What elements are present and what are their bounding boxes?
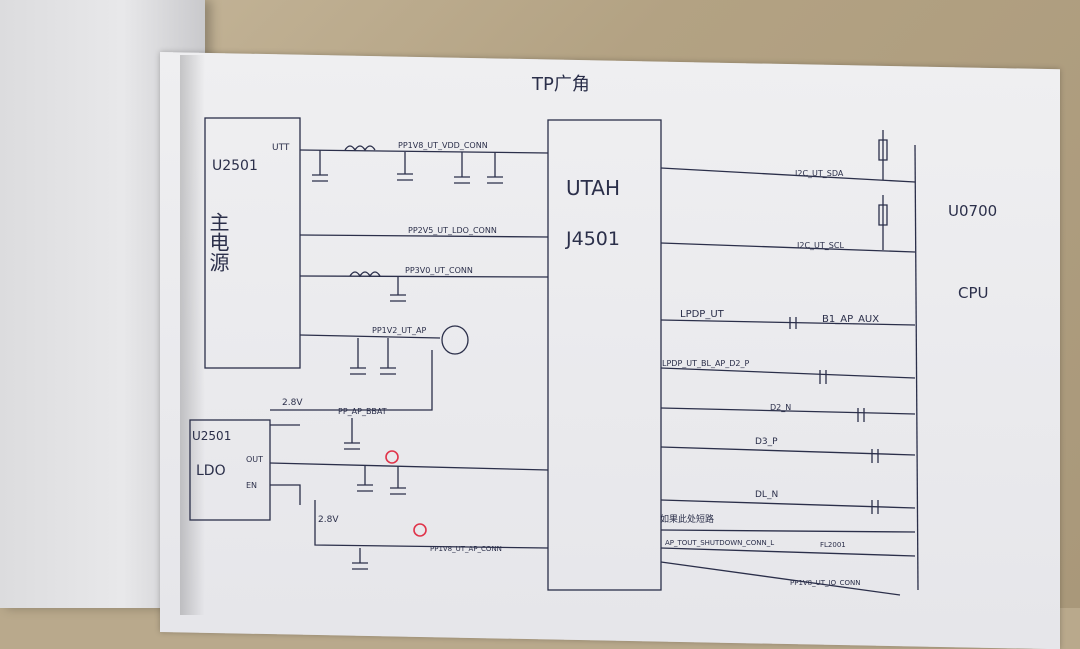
u2501-ldo-box xyxy=(189,419,271,521)
series-cap-3 xyxy=(871,449,879,463)
u2501-main-box xyxy=(204,117,301,369)
cap-8 xyxy=(344,418,360,450)
schematic-drawing: TP广角 U2501 主电源 UTT UTAH J4501 U0700 CPU … xyxy=(189,74,997,596)
cap-1 xyxy=(312,150,328,182)
wire-pp1v8 xyxy=(299,149,549,154)
cpu-box-edge xyxy=(914,144,919,591)
main-ic-pin-label: UTT xyxy=(272,143,290,153)
red-mark-1 xyxy=(385,450,399,464)
cap-10 xyxy=(390,466,406,495)
wire-dl-n xyxy=(660,499,916,509)
net-pp1v8: PP1V8_UT_VDD_CONN xyxy=(398,141,488,150)
wire-i2c-scl xyxy=(660,242,916,253)
page-gutter-shadow xyxy=(180,55,205,615)
net-pp-ut-ap: PP1V8_UT_AP_CONN xyxy=(430,545,502,553)
cap-7 xyxy=(380,338,396,375)
series-cap-4 xyxy=(871,500,879,514)
net-pp1v2: PP1V2_UT_AP xyxy=(372,326,427,335)
wire-pp3v0 xyxy=(299,275,549,278)
cap-4 xyxy=(487,152,503,184)
cap-9 xyxy=(357,465,373,492)
wire-bottom-rail xyxy=(314,500,549,549)
cap-6 xyxy=(350,338,366,375)
pullup-resistor-2 xyxy=(878,195,888,250)
series-cap-1 xyxy=(819,370,827,384)
wire-lpdp-n xyxy=(660,367,916,379)
series-cap-5 xyxy=(789,317,797,329)
net-i2c-scl: I2C_UT_SCL xyxy=(797,241,844,250)
note-bottom: 如果此处短路 xyxy=(660,513,714,525)
wire-i2c-sda xyxy=(660,167,916,183)
wire-return xyxy=(270,350,433,411)
red-mark-2 xyxy=(413,523,427,537)
inductor-2 xyxy=(349,271,381,278)
ldo-name: LDO xyxy=(196,463,226,479)
net-pp3v0: PP3V0_UT_CONN xyxy=(405,266,473,275)
wire-ap-shutdown xyxy=(660,529,916,533)
cpu-ref: U0700 xyxy=(948,202,997,220)
note-red: FL2001 xyxy=(820,541,846,549)
net-d2-n: D2_N xyxy=(770,403,791,412)
main-ic-ref: U2501 xyxy=(212,158,258,174)
wire-ldo-out xyxy=(269,462,549,471)
inductor-1 xyxy=(344,145,376,152)
circled-net-highlight xyxy=(441,325,469,355)
utah-ref: J4501 xyxy=(565,228,620,250)
wire-pp2v5 xyxy=(299,234,549,238)
wire-pp1v2 xyxy=(299,334,441,339)
ldo-pin-out: OUT xyxy=(246,455,263,464)
net-lpdp: LPDP_UT xyxy=(680,309,725,320)
sheet-title: TP广角 xyxy=(531,74,590,95)
wire-ldo-en xyxy=(270,484,301,505)
cap-11 xyxy=(352,548,368,570)
net-pp-ut-io: PP1V8_UT_IO_CONN xyxy=(790,579,860,587)
net-ap-aux: B1_AP_AUX xyxy=(822,314,879,325)
wire-ut-ap xyxy=(660,547,916,557)
cpu-name: CPU xyxy=(958,284,989,302)
main-ic-name: 主电源 xyxy=(206,212,230,272)
volt-label-bottom: 2.8V xyxy=(318,515,339,525)
net-lpdp-n: LPDP_UT_BL_AP_D2_P xyxy=(662,359,750,368)
volt-label-top: 2.8V xyxy=(282,398,303,408)
utah-name: UTAH xyxy=(566,176,620,200)
series-cap-2 xyxy=(857,408,865,422)
cap-5 xyxy=(390,277,406,302)
wire-d2-n xyxy=(660,407,916,415)
cap-2 xyxy=(397,152,413,181)
ldo-ref: U2501 xyxy=(192,429,231,443)
wire-lpdp xyxy=(660,319,916,326)
net-d3-p: D3_P xyxy=(755,437,778,447)
wire-ut-io xyxy=(660,561,901,596)
net-dl-n: DL_N xyxy=(755,490,778,500)
utah-connector-box xyxy=(547,119,662,591)
net-ap-shutdown: AP_TOUT_SHUTDOWN_CONN_L xyxy=(665,539,774,547)
wire-d3-p xyxy=(660,446,916,456)
net-i2c-sda: I2C_UT_SDA xyxy=(795,169,844,178)
ldo-pin-en: EN xyxy=(246,481,257,490)
ldo-output-net: PP_AP_BBAT xyxy=(338,407,387,416)
pullup-resistor-1 xyxy=(878,130,888,180)
cap-3 xyxy=(454,152,470,184)
net-pp2v5: PP2V5_UT_LDO_CONN xyxy=(408,226,497,235)
